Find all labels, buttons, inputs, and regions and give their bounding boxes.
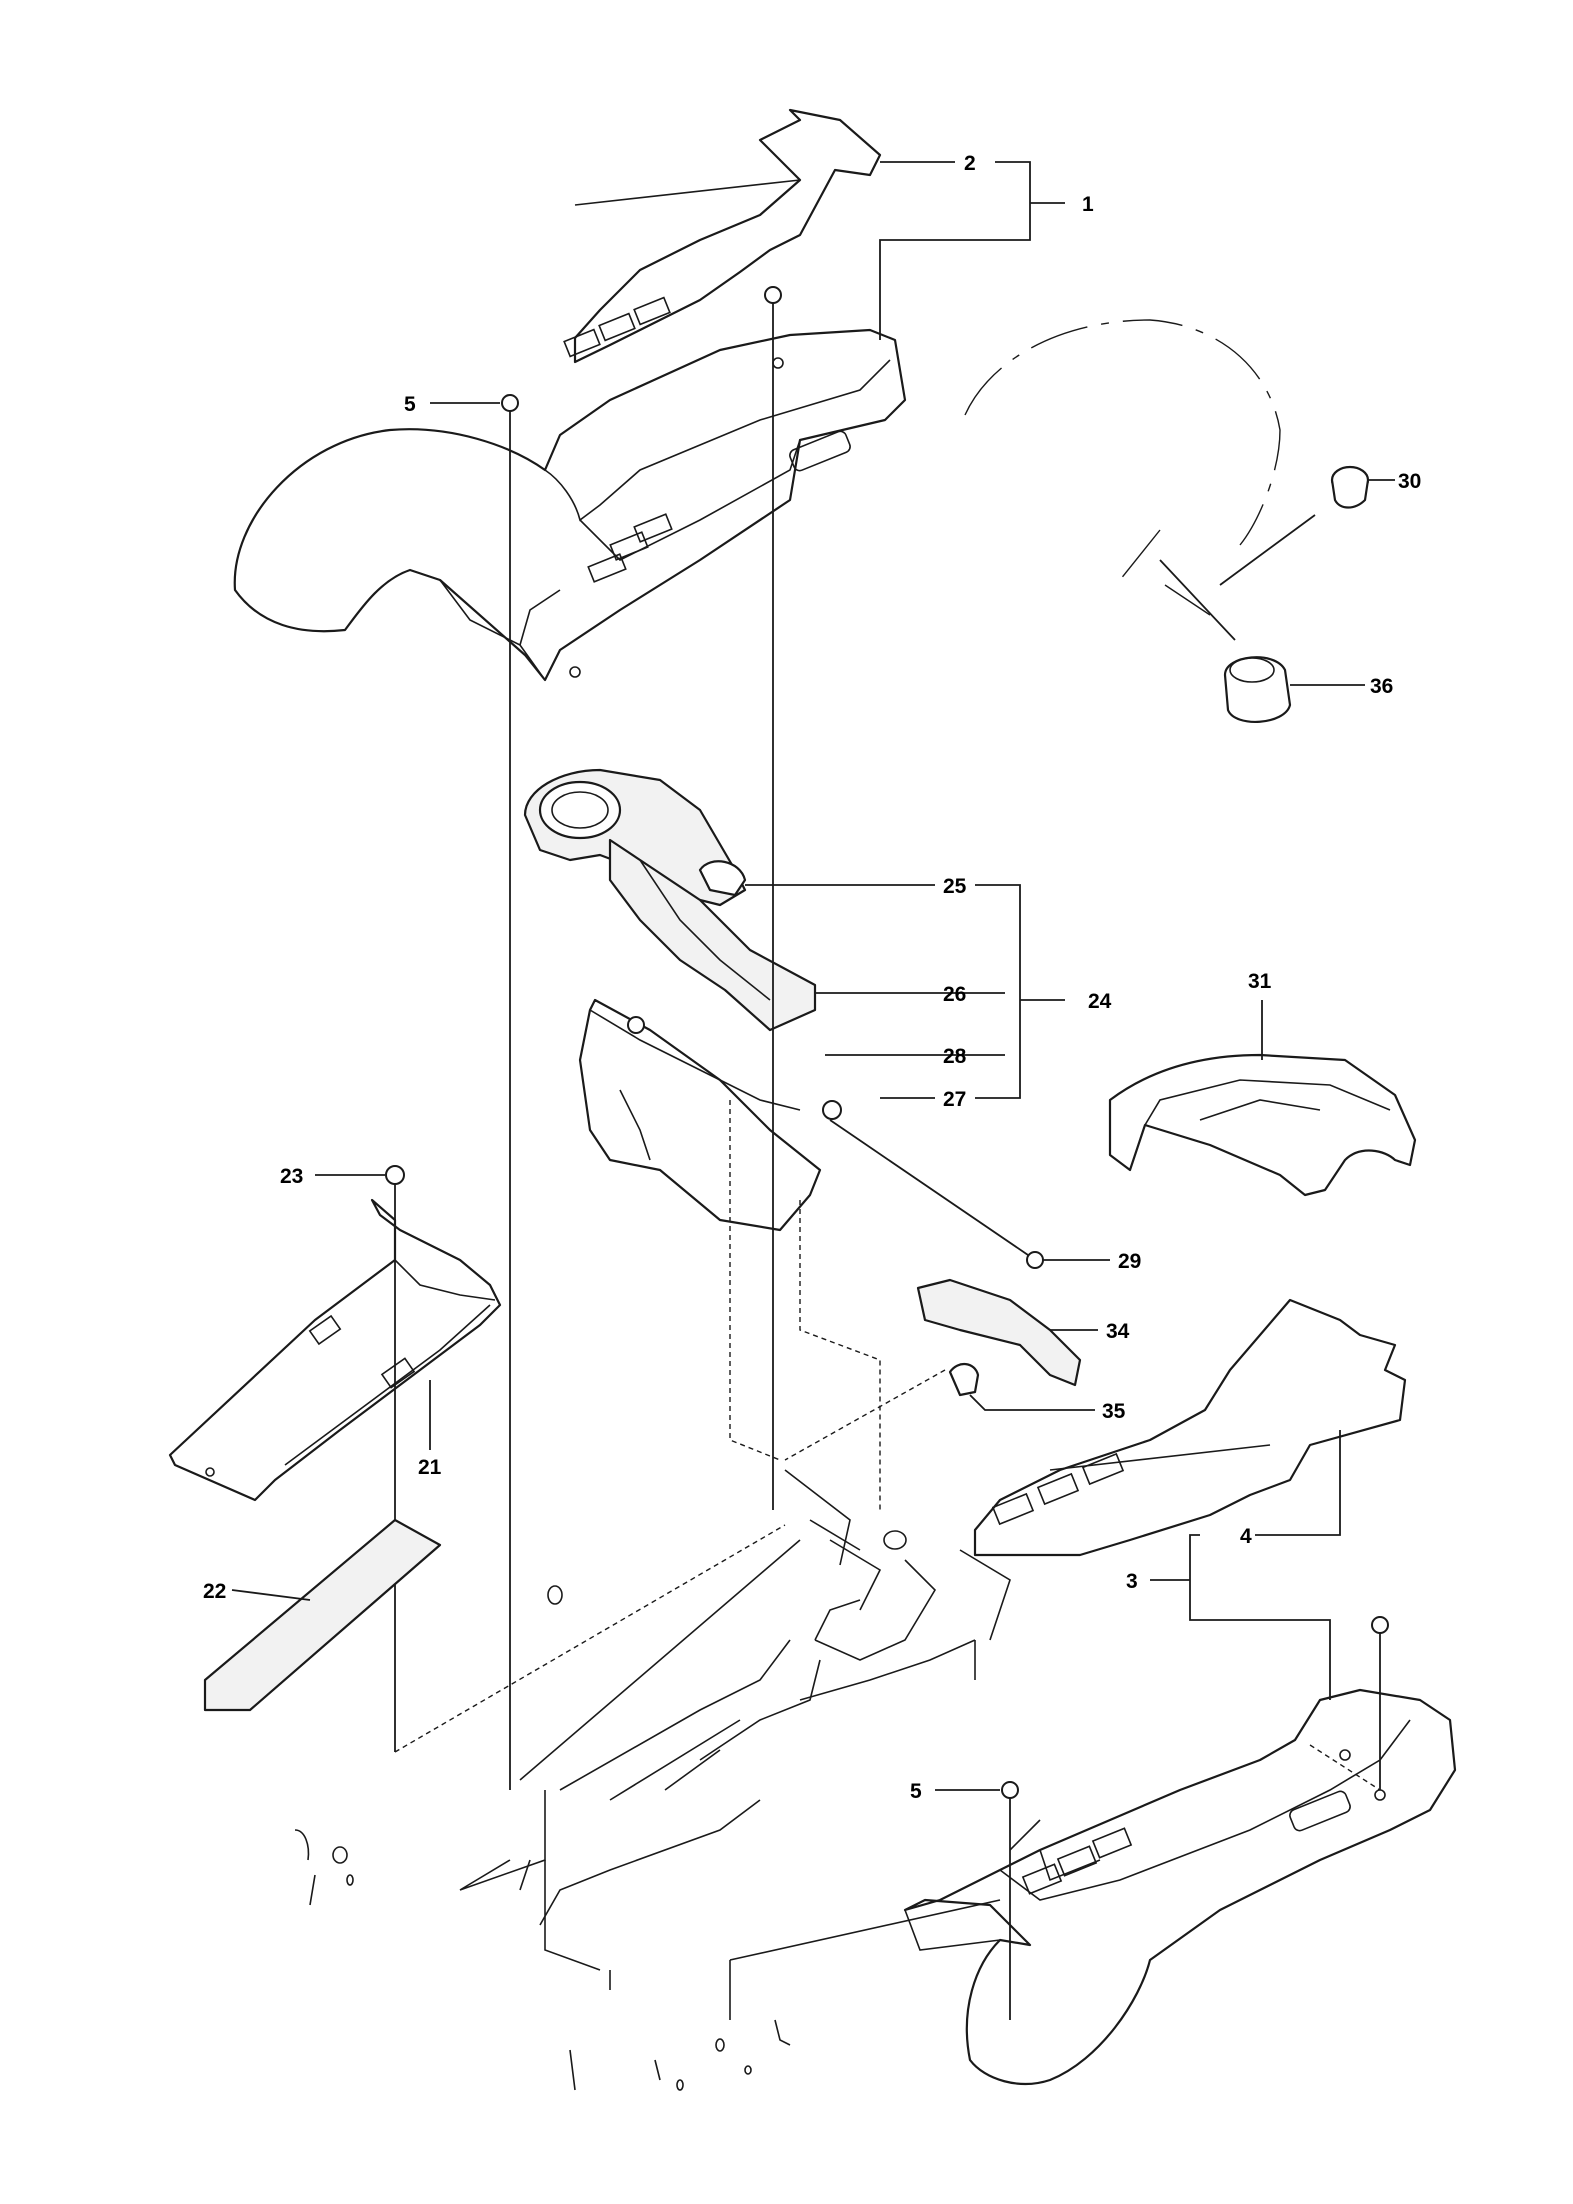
part-30-cap xyxy=(1219,465,1395,586)
callout-5-lower: 5 xyxy=(910,1780,922,1803)
part-34-bracket xyxy=(916,1278,1098,1387)
callout-27: 27 xyxy=(943,1088,966,1111)
callout-35: 35 xyxy=(1102,1400,1126,1423)
part-4-lower-decal xyxy=(973,1298,1407,1557)
part-29-screw xyxy=(822,1100,1110,1269)
callout-1: 1 xyxy=(1082,193,1094,216)
callout-21: 21 xyxy=(418,1456,442,1479)
callout-23: 23 xyxy=(280,1165,303,1188)
ghost-reference-arc xyxy=(964,319,1281,641)
callout-31: 31 xyxy=(1248,970,1272,993)
part-3-front-fender xyxy=(903,1688,1457,2085)
callout-leaders xyxy=(394,161,1389,2020)
callout-labels: 2 1 5 30 36 25 26 24 28 27 31 23 29 34 3… xyxy=(203,152,1421,1803)
callout-4: 4 xyxy=(1240,1525,1252,1548)
part-22-pad xyxy=(203,1518,442,1712)
callout-34: 34 xyxy=(1106,1320,1130,1343)
callout-29: 29 xyxy=(1118,1250,1141,1273)
part-23-screw xyxy=(315,1165,405,1752)
part-31-cover xyxy=(1108,1000,1417,1197)
part-28-screw xyxy=(627,1016,645,1034)
callout-30: 30 xyxy=(1398,470,1421,493)
part-35-bulb xyxy=(948,1363,1095,1411)
part-1-rear-fender xyxy=(233,328,907,682)
part-2-upper-decal xyxy=(563,108,882,364)
part-36-socket xyxy=(1223,656,1365,723)
callout-2: 2 xyxy=(964,152,976,175)
callout-28: 28 xyxy=(943,1045,967,1068)
callout-22: 22 xyxy=(203,1580,226,1603)
callout-24: 24 xyxy=(1088,990,1112,1013)
part-21-side-panel xyxy=(168,1198,502,1502)
callout-5-upper: 5 xyxy=(404,393,416,416)
callout-25: 25 xyxy=(943,875,967,898)
callout-3: 3 xyxy=(1126,1570,1138,1593)
callout-36: 36 xyxy=(1370,675,1393,698)
frame-ghost-outline xyxy=(294,1469,1041,2091)
part-25-console-top xyxy=(523,768,822,1232)
callout-26: 26 xyxy=(943,983,966,1006)
